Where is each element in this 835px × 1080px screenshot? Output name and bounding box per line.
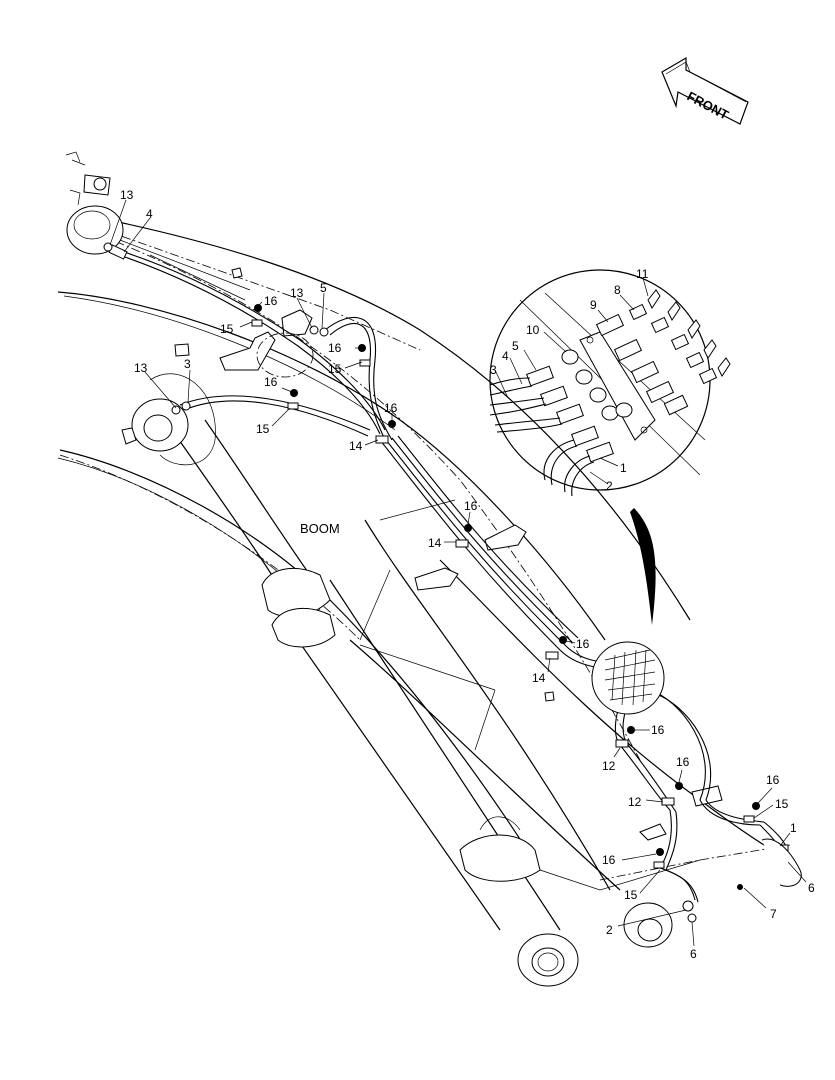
upper-left-cylinder-mount	[65, 151, 124, 255]
callout-15: 15	[256, 422, 270, 436]
detail-callout-3: 3	[490, 363, 497, 377]
callout-6: 6	[808, 881, 815, 895]
manifold-small	[591, 641, 665, 715]
callout-16: 16	[464, 499, 478, 513]
callout-15: 15	[328, 362, 342, 376]
fittings	[103, 242, 802, 948]
callout-3: 3	[184, 357, 191, 371]
detail-callout-9: 9	[590, 298, 597, 312]
callout-13: 13	[134, 361, 148, 375]
callout-16: 16	[264, 294, 278, 308]
callout-15: 15	[220, 322, 234, 336]
callout-16: 16	[766, 773, 780, 787]
detail-view	[489, 269, 731, 625]
callout-14: 14	[428, 536, 442, 550]
callout-16: 16	[264, 375, 278, 389]
callout-labels: 13 4 16 15 13 5 16 15 13 3 16 15 16 14 1…	[120, 188, 815, 961]
callout-15: 15	[775, 797, 789, 811]
detail-callout-1: 1	[620, 461, 627, 475]
detail-callout-4: 4	[502, 349, 509, 363]
callout-2: 2	[606, 923, 613, 937]
detail-callout-11: 11	[636, 267, 649, 281]
callout-7: 7	[770, 907, 777, 921]
callout-16: 16	[384, 401, 398, 415]
boom-cylinder	[131, 373, 579, 987]
leader-lines	[109, 199, 807, 947]
callout-12: 12	[602, 759, 616, 773]
detail-callout-2: 2	[606, 479, 613, 493]
callout-1: 1	[790, 821, 797, 835]
callout-6: 6	[690, 947, 697, 961]
front-label: FRONT	[685, 88, 732, 122]
callout-4: 4	[146, 207, 153, 221]
callout-15: 15	[624, 888, 638, 902]
callout-13: 13	[120, 188, 134, 202]
detail-callout-5: 5	[512, 339, 519, 353]
callout-16: 16	[651, 723, 665, 737]
detail-callout-10: 10	[526, 323, 540, 337]
callout-14: 14	[532, 671, 546, 685]
callout-12: 12	[628, 795, 642, 809]
callout-5: 5	[320, 281, 327, 295]
boom-body	[57, 213, 791, 891]
callout-16: 16	[576, 637, 590, 651]
detail-fittings	[526, 289, 731, 463]
callout-13: 13	[290, 286, 304, 300]
callout-14: 14	[349, 439, 363, 453]
front-direction-arrow: FRONT	[661, 56, 749, 125]
callout-16: 16	[602, 853, 616, 867]
callout-16: 16	[328, 341, 342, 355]
callout-16: 16	[676, 755, 690, 769]
boom-label: BOOM	[300, 521, 340, 536]
detail-callout-8: 8	[614, 283, 621, 297]
